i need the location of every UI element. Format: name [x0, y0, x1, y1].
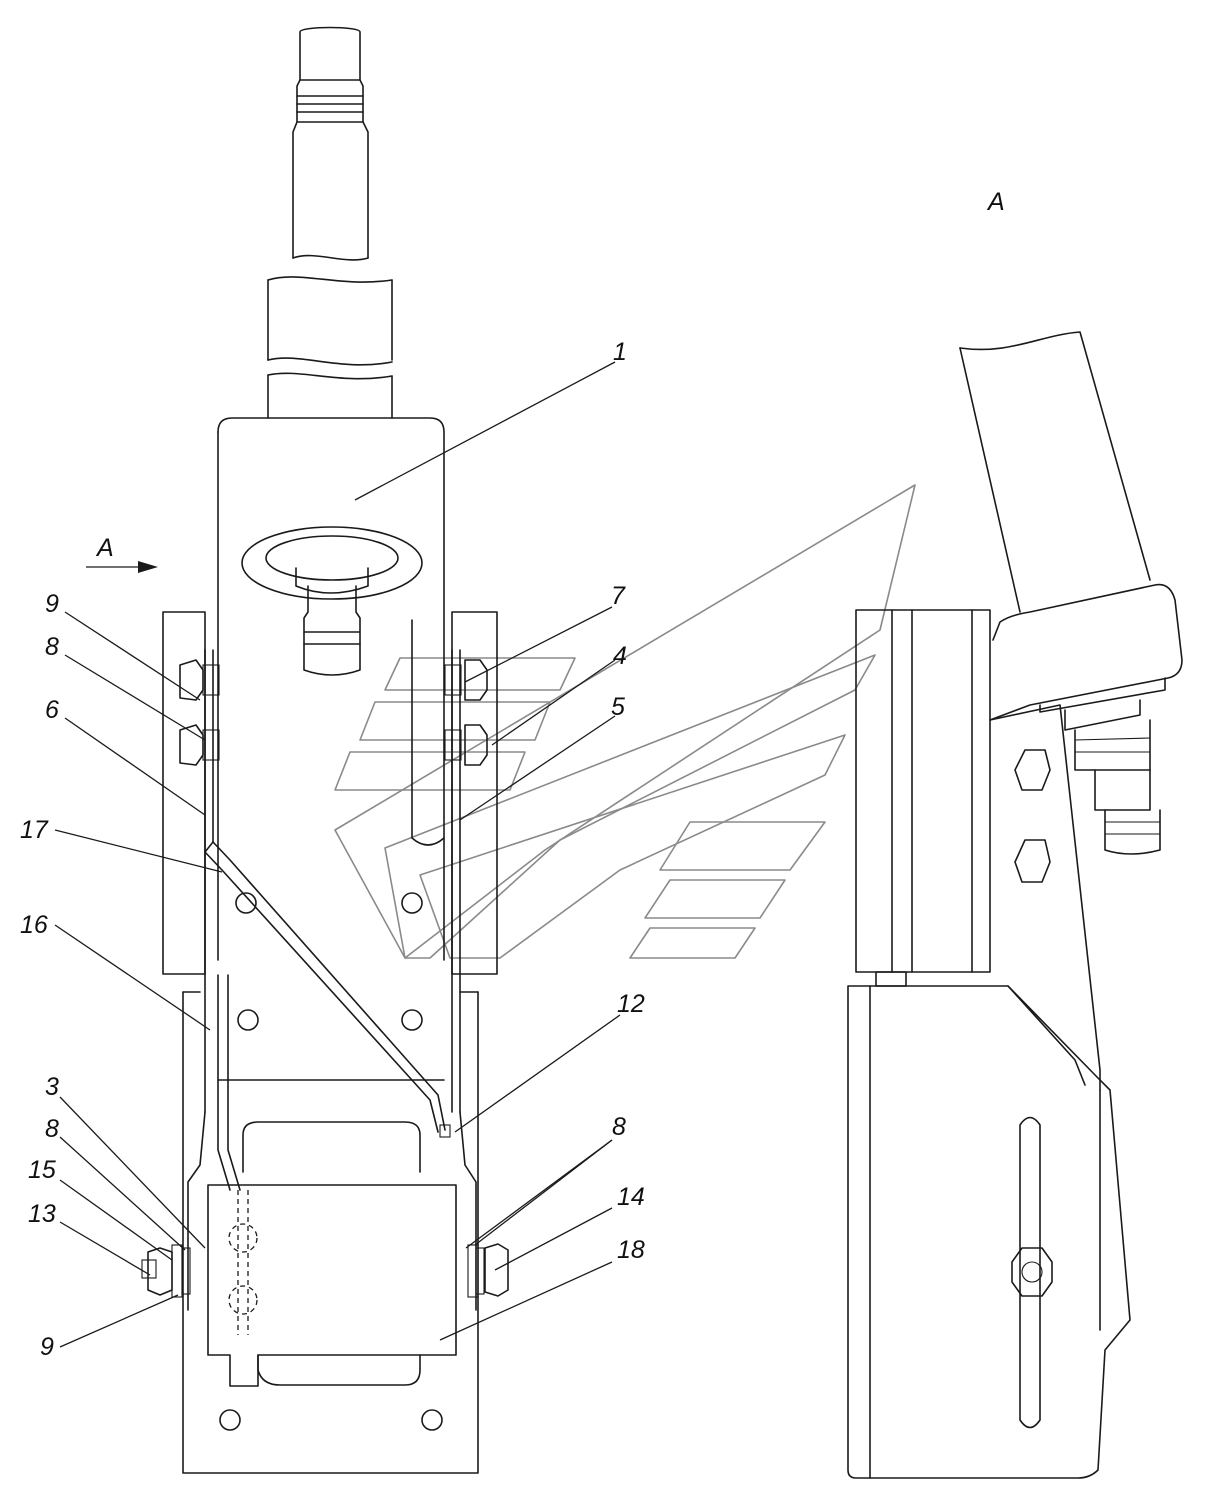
callout-17: 17 — [20, 816, 49, 844]
mounting-holes — [219, 892, 443, 1431]
callout-7: 7 — [611, 582, 626, 610]
clamp-block — [207, 1184, 457, 1387]
callout-8-right: 8 — [612, 1113, 626, 1141]
lower-bracket — [182, 974, 479, 1474]
callout-18: 18 — [617, 1236, 645, 1264]
callout-8-top: 8 — [45, 633, 59, 661]
right-bracket-plate — [451, 611, 498, 975]
callout-4: 4 — [613, 642, 627, 670]
view-title: A — [986, 188, 1005, 216]
lower-fasteners — [141, 1124, 509, 1298]
callout-9-bottom: 9 — [40, 1333, 54, 1361]
view-arrow: A — [86, 534, 158, 573]
callout-9-top: 9 — [45, 590, 59, 618]
callout-labels: 1 7 4 5 9 8 6 17 16 12 3 8 15 13 9 8 14 … — [20, 338, 645, 1361]
callout-16: 16 — [20, 911, 48, 939]
callout-12: 12 — [617, 990, 645, 1018]
left-bracket-plate — [162, 611, 206, 975]
main-view — [141, 26, 509, 1474]
callout-14: 14 — [617, 1183, 645, 1211]
callout-8-mid: 8 — [45, 1115, 59, 1143]
left-bolts — [179, 659, 220, 766]
callout-13: 13 — [28, 1200, 56, 1228]
diagonal-brace — [204, 841, 446, 1133]
callout-1: 1 — [613, 338, 627, 366]
side-view-a — [847, 331, 1183, 1479]
view-arrow-letter: A — [95, 534, 114, 562]
watermark-logo — [334, 484, 916, 959]
callout-6: 6 — [45, 696, 59, 724]
right-bolts — [444, 659, 488, 766]
callout-3: 3 — [45, 1073, 59, 1101]
callout-15: 15 — [28, 1156, 56, 1184]
column-housing — [217, 417, 445, 961]
steering-shaft — [267, 26, 393, 419]
leader-lines — [54, 361, 621, 1348]
callout-5: 5 — [611, 693, 625, 721]
